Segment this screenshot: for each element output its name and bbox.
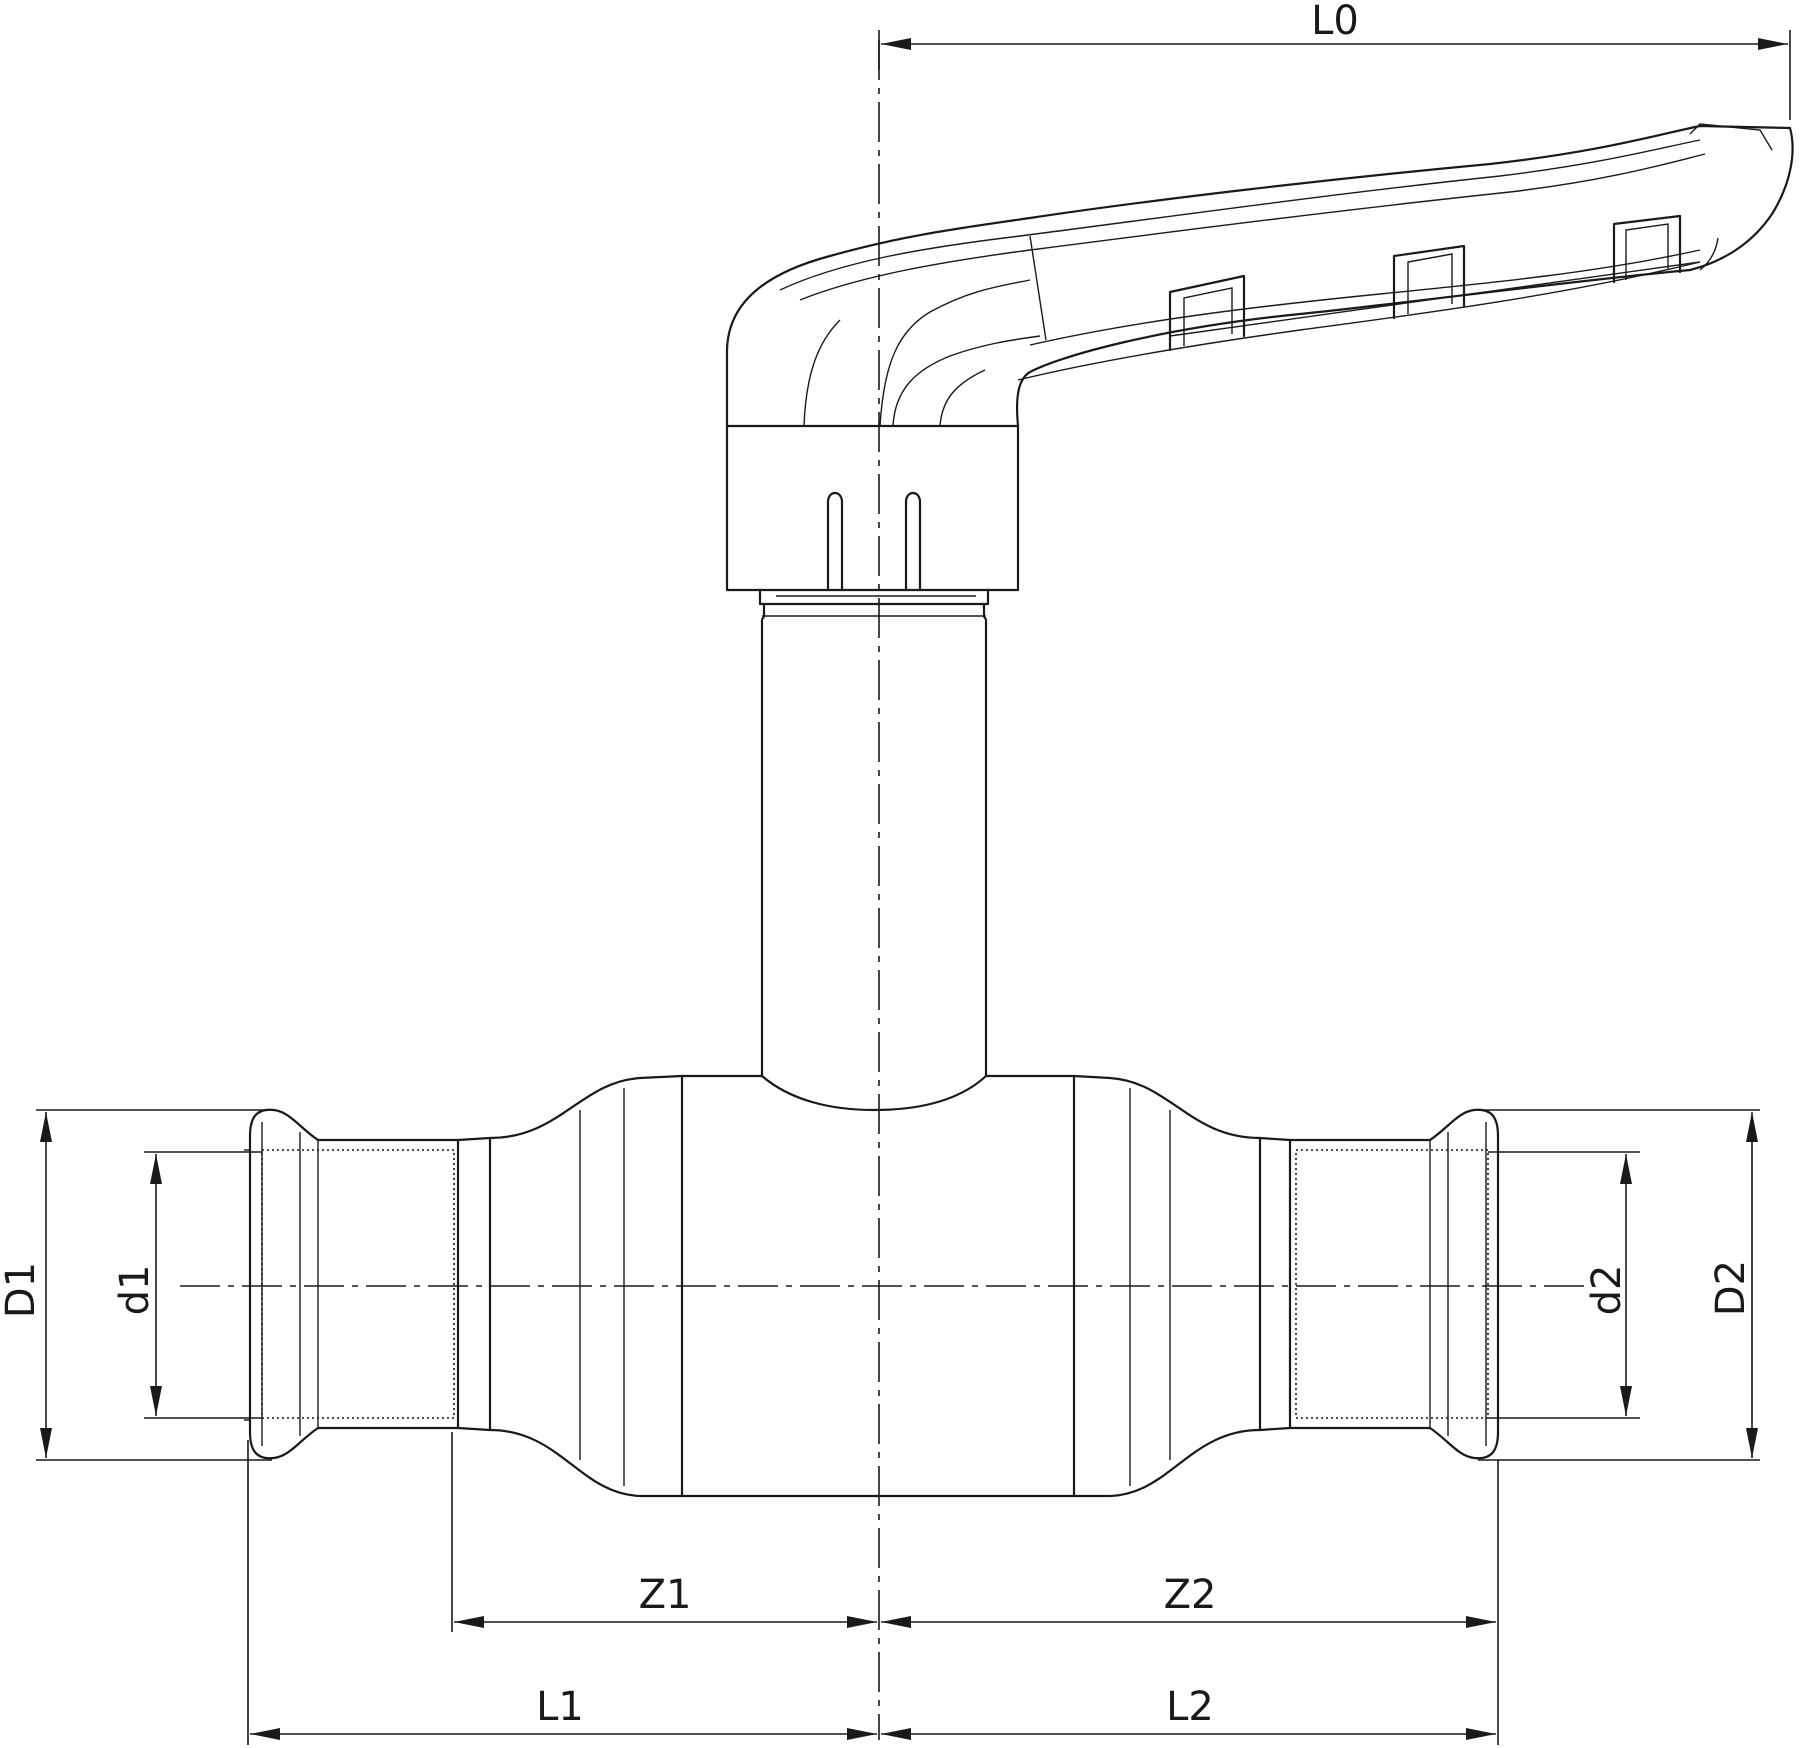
dimension-L1: L1 — [247, 1440, 877, 1745]
left-press-fitting — [244, 1108, 492, 1460]
label-Z1: Z1 — [639, 1572, 692, 1618]
dimension-d1: d1 — [112, 1151, 262, 1419]
label-d1: d1 — [112, 1265, 158, 1316]
dimension-Z2: Z2 — [881, 1460, 1499, 1745]
lever-handle — [725, 123, 1794, 592]
dimension-D2: D2 — [1478, 1109, 1760, 1461]
dimension-L0: L0 — [878, 0, 1791, 120]
dimension-L2: L2 — [881, 1684, 1496, 1740]
right-press-fitting — [1258, 1108, 1500, 1460]
label-L0: L0 — [1311, 0, 1359, 44]
label-Z2: Z2 — [1164, 1572, 1217, 1618]
label-D1: D1 — [0, 1262, 44, 1318]
label-d2: d2 — [1584, 1265, 1630, 1316]
label-L1: L1 — [536, 1684, 584, 1730]
dimension-D1: D1 — [0, 1109, 272, 1461]
dimension-Z1: Z1 — [451, 1432, 877, 1632]
stem-pins — [826, 491, 922, 592]
label-D2: D2 — [1708, 1260, 1754, 1316]
dimension-d2: d2 — [1488, 1151, 1640, 1419]
valve-stem — [758, 588, 990, 1078]
label-L2: L2 — [1166, 1684, 1214, 1730]
